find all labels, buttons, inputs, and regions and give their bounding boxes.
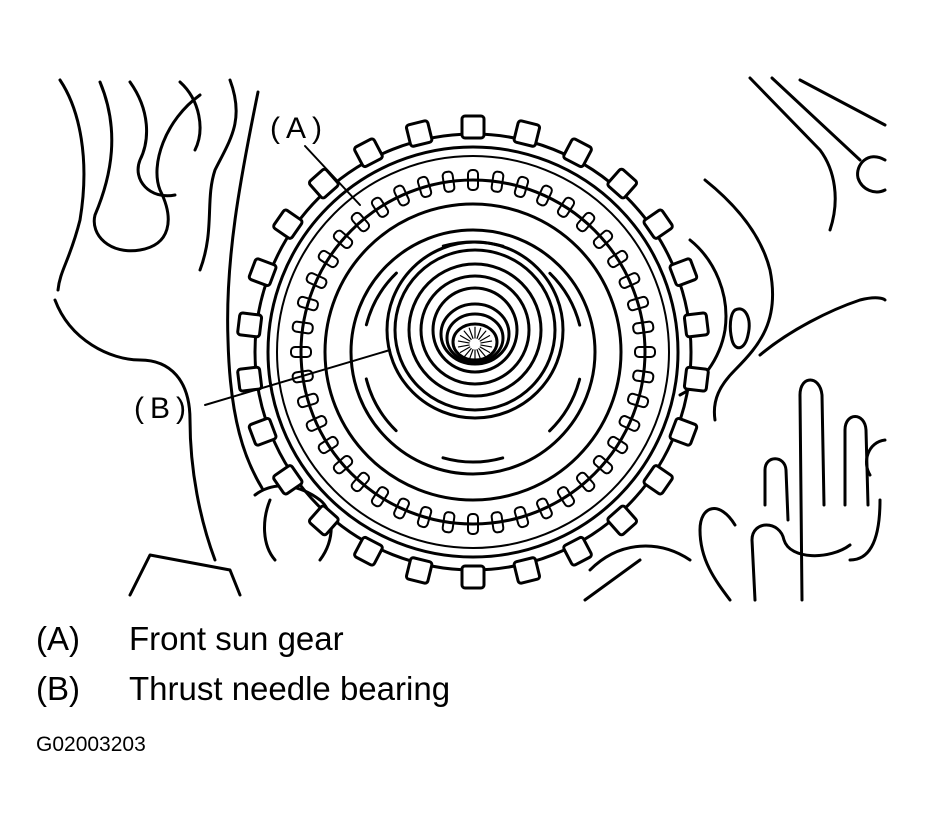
drum-tab [247,257,278,288]
callout-label-a: (A) [270,112,328,145]
legend-item-a: (A) Front sun gear [36,622,344,655]
hub-spline [478,347,487,358]
hub-spline [459,346,471,354]
drum-slot [548,377,582,433]
legend-code: (A) [36,620,80,657]
drum-tab [247,416,278,447]
hub-spline [463,330,472,341]
drum-tab [404,119,434,148]
drum-tab [236,311,264,339]
thrust-needle-bearing [385,240,565,420]
hub-spline [479,346,491,354]
valve-body-side [583,76,887,602]
transmission-diagram [53,76,887,602]
drum-tab [512,556,542,585]
hub-spline [468,327,474,339]
hub-spline [459,334,471,342]
drum-tab [353,137,384,169]
drum-slot [441,456,505,464]
drum-tab [460,114,486,140]
drum-tab [308,167,340,200]
hub-spline [457,344,470,348]
drum-tab [642,208,674,240]
drum-tab [512,119,542,148]
drum-tab [562,535,593,567]
legend-label: Front sun gear [129,620,344,657]
drum-tab [562,137,593,169]
hub-spline [480,340,493,344]
drum-slot [364,271,398,327]
legend-code: (B) [36,670,80,707]
drum-tab [682,365,710,393]
figure-id: G02003203 [36,733,146,756]
hub-spline [480,344,493,348]
drum-tab [606,504,638,537]
hub-spline [478,330,487,341]
drum-tab [353,535,384,567]
hub-spline [463,347,472,358]
drum-tab [606,167,638,200]
hub-spline [468,349,474,361]
callout-label-b: (B) [134,392,192,425]
drum-tab [308,504,340,537]
drum-tab [272,464,304,496]
clutch-drum [236,114,710,590]
drum-tab [272,208,304,240]
hub-spline [476,349,482,361]
hub-spline [476,327,482,339]
drum-slot [548,271,582,327]
drum-tab [668,257,699,288]
transmission-housing [53,78,333,597]
drum-tab [642,464,674,496]
drum-tab [682,311,710,339]
drum-tab [668,416,699,447]
legend-label: Thrust needle bearing [129,670,451,707]
drum-tab [460,564,486,590]
hub-spline [479,334,491,342]
legend-item-b: (B) Thrust needle bearing [36,672,450,705]
drum-slot [364,377,398,433]
drum-tab [404,556,434,585]
hub-spline [457,340,470,344]
leader-line-b [204,349,391,406]
leader-line-a [304,145,361,206]
drum-tab [236,365,264,393]
